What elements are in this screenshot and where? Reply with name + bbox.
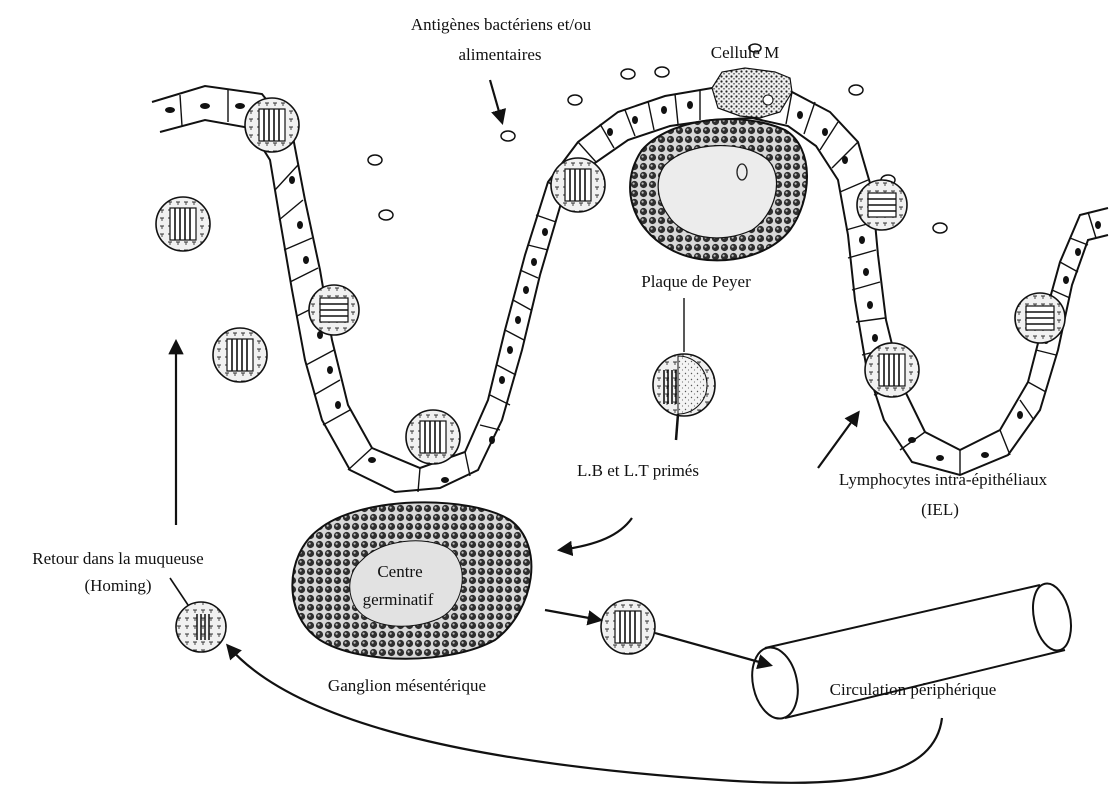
- homing-label-line2: (Homing): [84, 576, 151, 595]
- mesenteric-node-label: Ganglion mésentérique: [328, 676, 486, 695]
- m-cell: [712, 68, 792, 118]
- homing-label-line1: Retour dans la muqueuse: [32, 549, 203, 568]
- primed-lymphocyte: [653, 298, 715, 440]
- antigens-label-line2: alimentaires: [458, 45, 541, 64]
- iel-label-line2: (IEL): [921, 500, 959, 519]
- iel-label-line1: Lymphocytes intra-épithéliaux: [839, 470, 1048, 489]
- peripheral-circulation-label: Circulation périphérique: [830, 680, 997, 699]
- primed-lymphocytes-label: L.B et L.T primés: [577, 461, 699, 480]
- germinal-center-label-line1: Centre: [377, 562, 422, 581]
- m-cell-label: Cellule M: [711, 43, 779, 62]
- blood-vessel: [746, 580, 1077, 723]
- homing-lymphocyte: [176, 602, 226, 652]
- peyer-patch-label: Plaque de Peyer: [641, 272, 751, 291]
- peyer-patch: [630, 119, 807, 260]
- germinal-center-label-line2: germinatif: [363, 590, 434, 609]
- antigens-label-line1: Antigènes bactériens et/ou: [411, 15, 592, 34]
- intestinal-epithelium: [152, 84, 1108, 492]
